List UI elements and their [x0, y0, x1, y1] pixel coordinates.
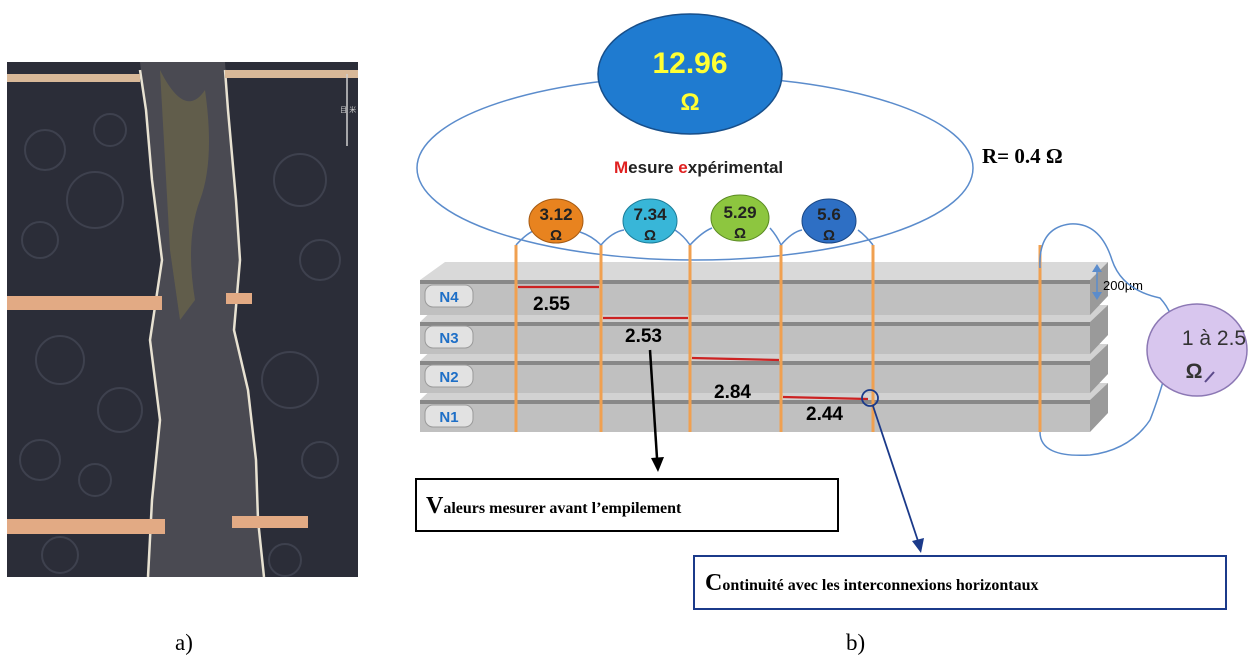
total-resistance-unit: Ω [680, 89, 699, 116]
via-resistance-2-value: 7.34 [633, 205, 667, 224]
substrate-stack [420, 262, 1108, 432]
level-tab-n3: N3 [424, 325, 474, 349]
before-stacking-text: aleurs mesurer avant l’empilement [443, 500, 682, 517]
via-resistance-3: 5.29 Ω [710, 194, 770, 242]
thickness-label: 200µm [1103, 278, 1143, 293]
segment-value-n3: 2.53 [625, 326, 662, 347]
segment-value-n4: 2.55 [533, 294, 570, 315]
continuity-initial: C [705, 570, 723, 596]
scale-bar-text: 目 米 [340, 105, 356, 114]
red-segments [518, 285, 869, 401]
via-lines [514, 245, 1042, 432]
arrow-before-stacking [648, 349, 664, 472]
caption-b: b) [846, 630, 866, 655]
total-resistance-bubble: 12.96 Ω [597, 13, 783, 135]
interconnect-upper-left [7, 296, 162, 310]
segment-value-n2: 2.84 [714, 382, 751, 403]
contact-resistance-value: 1 à 2.5 [1182, 327, 1246, 350]
interconnect-lower-right [232, 516, 308, 528]
interconnect-upper-right [226, 293, 252, 304]
level-tab-n1: N1 [424, 404, 474, 428]
fiber-texture [19, 113, 341, 577]
continuity-box: Continuité avec les interconnexions hori… [693, 555, 1227, 610]
continuity-text: ontinuité avec les interconnexions horiz… [722, 577, 1039, 594]
interconnect-lower-left [7, 519, 165, 534]
via-resistance-1: 3.12 Ω [528, 198, 584, 244]
via-resistance-1-value: 3.12 [539, 205, 572, 224]
level-label-n1: N1 [439, 409, 458, 426]
level-tab-n4: N4 [424, 284, 474, 308]
junction-marker [861, 389, 879, 407]
total-resistance-value: 12.96 [652, 47, 727, 80]
copper-top-left [7, 74, 140, 82]
via-resistance-1-unit: Ω [550, 227, 562, 244]
level-tab-n2: N2 [424, 364, 474, 388]
via-fill-residue [160, 70, 209, 320]
via-resistance-4: 5.6 Ω [801, 198, 857, 244]
before-stacking-box: Valeurs mesurer avant l’empilement [415, 478, 839, 532]
segment-value-n1: 2.44 [806, 404, 843, 425]
via-resistance-4-unit: Ω [823, 227, 835, 244]
slab-n4 [420, 262, 1108, 315]
arrow-continuity [872, 405, 924, 553]
via-resistance-2-unit: Ω [644, 227, 656, 244]
cavity-right-edge [223, 69, 266, 578]
level-label-n4: N4 [439, 289, 459, 306]
contact-resistance-unit: Ω [1186, 360, 1203, 383]
level-label-n3: N3 [439, 330, 458, 347]
r-label: R= 0.4 Ω [982, 144, 1063, 168]
slab-n1 [420, 383, 1108, 432]
before-stacking-initial: V [426, 493, 444, 519]
thickness-indicator: 200µm [1092, 264, 1143, 300]
via-resistance-3-unit: Ω [734, 225, 746, 242]
copper-top-right [225, 70, 358, 78]
via-resistance-2: 7.34 Ω [622, 198, 678, 244]
caption-a: a) [175, 630, 193, 655]
contact-resistance-bubble: 1 à 2.5 Ω [1146, 303, 1248, 397]
experimental-label: Mesure expérimental [614, 158, 783, 177]
via-resistance-3-value: 5.29 [723, 203, 756, 222]
via-resistance-4-value: 5.6 [817, 205, 841, 224]
level-label-n2: N2 [439, 369, 458, 386]
